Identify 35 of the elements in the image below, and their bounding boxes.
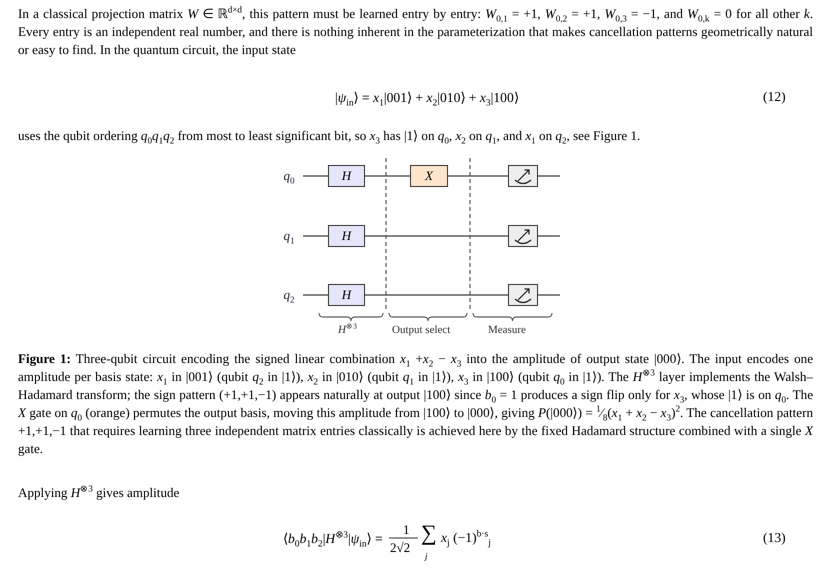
equation: |ψ$_{in}$⟩ = x$_{1}$|001⟩ + x$_{2}$|010⟩ + x$_{3}$|100⟩ bbox=[335, 89, 519, 106]
paragraph-text: Applying H$^{⊗3}$ gives amplitude bbox=[18, 484, 180, 502]
fraction-denominator: 2√2 bbox=[390, 540, 410, 556]
gate-box: X bbox=[410, 165, 448, 187]
qubit-wire bbox=[365, 294, 508, 296]
qubit-label: q$_{1}$ bbox=[280, 228, 298, 244]
qubit-wire bbox=[303, 175, 328, 177]
gate-box: H bbox=[328, 165, 365, 187]
qubit-wire bbox=[365, 235, 508, 237]
qubit-wire bbox=[365, 175, 410, 177]
measurement-box bbox=[508, 225, 538, 247]
equation: ⟨b$_{0}$b$_{1}$b$_{2}$|H$^{⊗3}$|ψ$_{in}$⟩ = bbox=[283, 530, 383, 547]
brace-label: Measure bbox=[488, 324, 526, 336]
sum-symbol: ∑ bbox=[421, 522, 437, 544]
qubit-wire bbox=[448, 175, 508, 177]
qubit-wire bbox=[538, 294, 560, 296]
brace-label: Output select bbox=[392, 324, 450, 336]
paragraph-text: In a classical projection matrix W ∈ ℝ$^{d×d}$, this pattern must be learned entry by entry: W$_{0,1}$ = +1, W$_{0,2}$ = +1, W$_{0,3}$ = −1, and W$_{0,k}$ = 0 for all other k. Every entry is an independent real number, and there is nothing inherent in the parameterization that makes cancellation patterns geometrically natural or easy to find. In the quantum circuit, the input state bbox=[18, 5, 813, 59]
gate-box: H bbox=[328, 284, 365, 306]
qubit-wire bbox=[538, 175, 560, 177]
gate-box: H bbox=[328, 225, 365, 247]
measurement-box bbox=[508, 165, 538, 187]
equation-number: (13) bbox=[763, 530, 786, 546]
figure-caption: Figure 1: Three-qubit circuit encoding the signed linear combination x$_{1}$ +x$_{2}$ − x$_{3}$ into the amplitude of output state |000⟩. The input encodes one amplitude per basis state: x$_{1}$ in |001⟩ (qubit q$_{2}$ in |1⟩), x$_{2}$ in |010⟩ (qubit q$_{1}$ in |1⟩), x$_{3}$ in |100⟩ (qubit q$_{0}$ in |1⟩). The H$^{⊗3}$ layer implements the Walsh–Hadamard transform; the sign pattern (+1,+1,−1) appears naturally at output |100⟩ since b$_{0}$ = 1 produces a sign flip only for x$_{3}$, whose |1⟩ is on q$_{0}$. The X gate on q$_{0}$ (orange) permutes the output basis, moving this amplitude from |100⟩ to |000⟩, giving P(|000⟩) = $^{1}$⁄$_{8}$(x$_{1}$ + x$_{2}$ − x$_{3}$)$^{2}$. The cancellation pattern +1,+1,−1 that requires learning three independent matrix entries classically is achieved here by the fixed Hadamard structure combined with a single X gate. bbox=[18, 350, 813, 458]
qubit-label: q$_{2}$ bbox=[280, 287, 298, 303]
paragraph-text: uses the qubit ordering q$_{0}$q$_{1}$q$_{2}$ from most to least significant bit, so x$_{3}$ has |1⟩ on q$_{0}$, x$_{2}$ on q$_{1}$, and x$_{1}$ on q$_{2}$, see Figure 1. bbox=[18, 127, 642, 145]
qubit-label: q$_{0}$ bbox=[280, 168, 298, 184]
brace-label: H$^{⊗3}$ bbox=[338, 324, 357, 336]
fraction-numerator: 1 bbox=[403, 522, 410, 538]
equation-number: (12) bbox=[763, 89, 786, 105]
measurement-box bbox=[508, 284, 538, 306]
qubit-wire bbox=[538, 235, 560, 237]
qubit-wire bbox=[303, 235, 328, 237]
qubit-wire bbox=[303, 294, 328, 296]
sum-index: j bbox=[425, 551, 428, 561]
